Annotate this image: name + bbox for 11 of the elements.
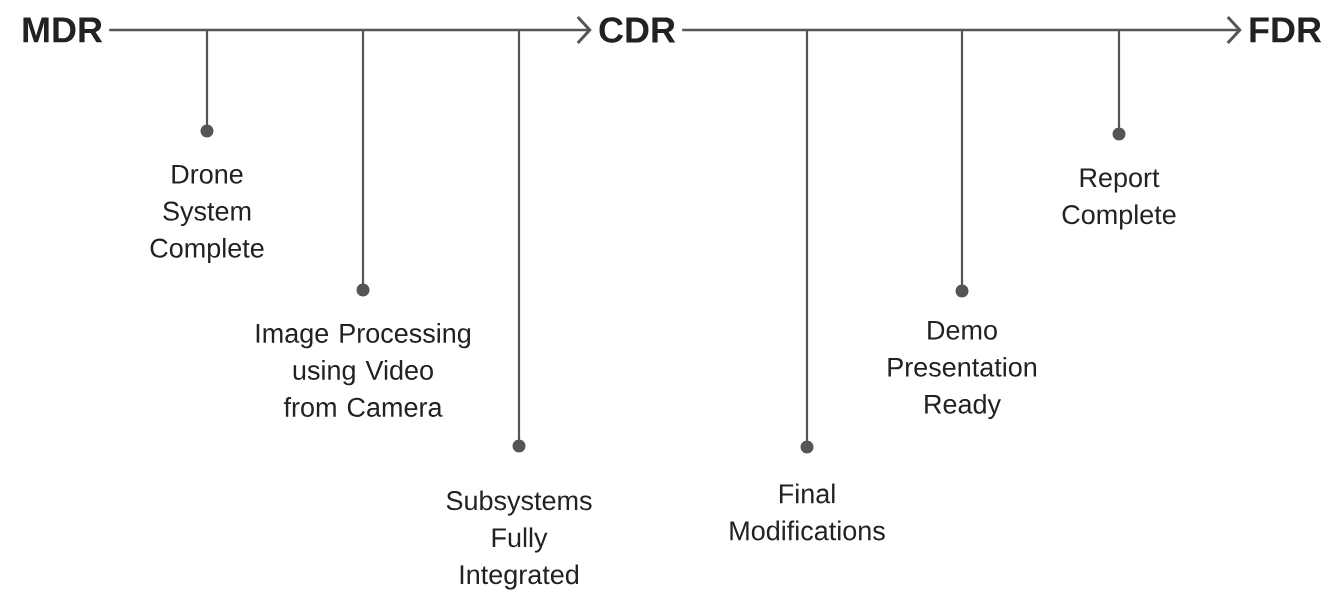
milestone-text: Drone System Complete [150, 164, 264, 264]
milestone-text: Report Complete [1062, 168, 1176, 230]
milestone-text: Image Processing using Video from Camera [256, 323, 471, 417]
milestone-text: Subsystems Fully Integrated [446, 490, 592, 590]
milestone-label: CDR [599, 17, 676, 43]
timeline-arrow [109, 15, 592, 44]
milestone-label: MDR [23, 17, 103, 43]
milestone-text: Final Modifications [730, 483, 885, 541]
timeline-arrow [682, 15, 1242, 44]
milestone-label: FDR [1250, 17, 1322, 43]
milestone-text: Demo Presentation Ready [888, 320, 1037, 420]
